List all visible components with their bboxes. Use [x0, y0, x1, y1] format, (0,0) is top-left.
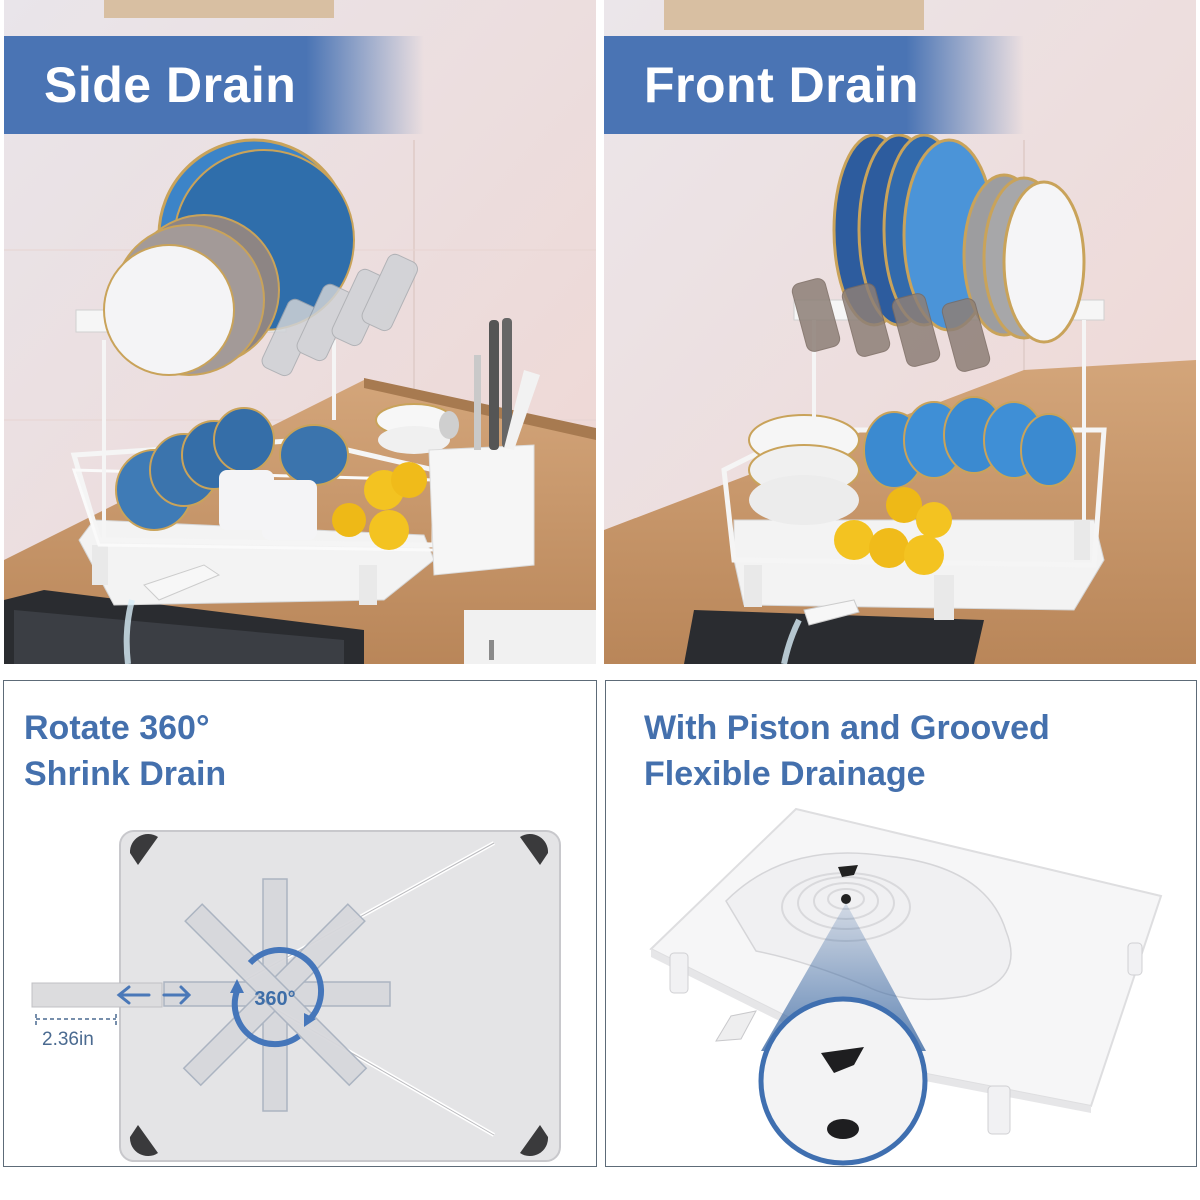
side-drain-title: Side Drain	[44, 57, 297, 113]
rotate-360-title: Rotate 360° Shrink Drain	[24, 705, 226, 797]
rotation-label: 360°	[254, 988, 295, 1010]
front-drain-banner: Front Drain	[604, 36, 1024, 134]
drain-tray-bottom-diagram: 360°	[31, 830, 561, 1162]
drain-tray-top-diagram	[649, 807, 1163, 1166]
title-line-1: With Piston and Grooved	[644, 709, 1050, 747]
side-drain-panel: Side Drain	[4, 0, 596, 664]
rotate-360-panel: Rotate 360° Shrink Drain	[3, 680, 597, 1167]
front-drain-title: Front Drain	[644, 57, 919, 113]
piston-drainage-title: With Piston and Grooved Flexible Drainag…	[644, 705, 1050, 797]
title-line-1: Rotate 360°	[24, 709, 210, 747]
title-line-2: Shrink Drain	[24, 755, 227, 793]
title-line-2: Flexible Drainage	[644, 755, 926, 793]
front-drain-panel: Front Drain	[604, 0, 1196, 664]
side-drain-banner: Side Drain	[4, 36, 424, 134]
piston-drainage-panel: With Piston and Grooved Flexible Drainag…	[605, 680, 1197, 1167]
dimension-label: 2.36in	[42, 1029, 94, 1050]
